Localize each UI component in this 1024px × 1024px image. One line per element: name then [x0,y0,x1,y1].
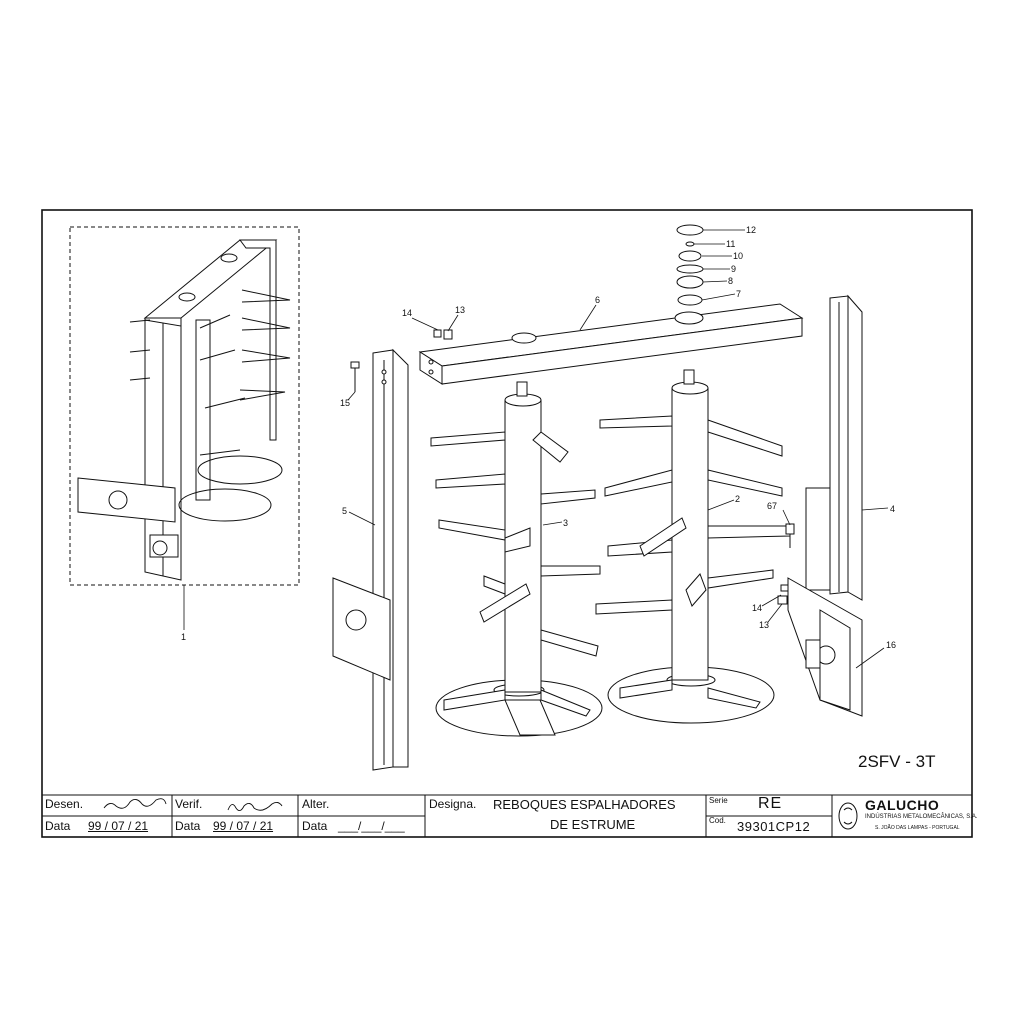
verif-data-label: Data [175,819,201,833]
callout-2: 2 [735,494,740,504]
callout-1: 1 [181,632,186,642]
callout-67: 67 [767,501,777,511]
nut-washer-top [433,329,453,340]
callout-16: 16 [886,640,896,650]
rotor-2 [595,369,791,724]
assembled-view [69,226,300,586]
desen-label: Desen. [45,797,84,811]
rotor-3 [430,381,603,737]
designation-line-1: REBOQUES ESPALHADORES [493,797,676,812]
callout-14-right: 14 [752,603,762,613]
designation-line-2: DE ESTRUME [550,817,636,832]
company-name: GALUCHO [865,797,940,813]
callout-14-top: 14 [402,308,412,318]
callout-3: 3 [563,518,568,528]
designa-label: Designa. [429,797,477,811]
verif-label: Verif. [175,797,203,811]
alter-label: Alter. [302,797,330,811]
cod-label: Cod. [709,816,726,825]
company-logo [838,802,858,830]
alter-date: ___/___/___ [338,819,405,833]
side-post-left [332,348,409,771]
cod-value: 39301CP12 [737,819,811,834]
side-post-right [787,294,863,717]
serie-value: RE [758,795,783,812]
callout-12: 12 [746,225,756,235]
callout-10: 10 [733,251,743,261]
callout-4: 4 [890,504,895,514]
desen-date: 99 / 07 / 21 [88,819,149,833]
title-block-grid [42,794,972,837]
callout-7: 7 [736,289,741,299]
callout-13-top: 13 [455,305,465,315]
bolt-15 [350,361,360,392]
callout-13-right: 13 [759,620,769,630]
model-code: 2SFV - 3T [858,752,935,771]
callout-15: 15 [340,398,350,408]
top-beam [418,303,804,385]
signature-verif [227,801,283,811]
verif-date: 99 / 07 / 21 [213,819,274,833]
company-address: S. JOÃO DAS LAMPAS - PORTUGAL [875,825,960,831]
callout-9: 9 [731,264,736,274]
desen-data-label: Data [45,819,71,833]
leader-lines [183,229,889,669]
bearing-stack [676,224,704,306]
drawing-frame [41,209,973,838]
callout-8: 8 [728,276,733,286]
alter-data-label: Data [302,819,328,833]
signature-desen [103,798,167,809]
serie-label: Serie [709,796,728,805]
callout-5: 5 [342,506,347,516]
bolt-nut-right [777,523,795,605]
callout-11: 11 [726,239,735,249]
callout-6: 6 [595,295,600,305]
company-subtitle: INDÚSTRIAS METALOMECÂNICAS, S.A. [865,814,978,820]
